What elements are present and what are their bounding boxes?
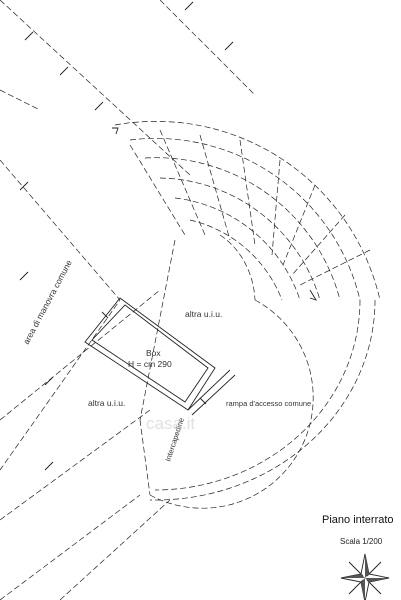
plan-title: Piano interrato [322, 514, 394, 526]
compass-rose-icon [340, 553, 390, 600]
watermark: casa.it [146, 414, 196, 433]
ramp-fan [112, 121, 381, 301]
altra-uiu-left-label: altra u.i.u. [88, 398, 125, 408]
box-unit [84, 297, 236, 416]
access-ramp [139, 234, 376, 509]
box-height-label: H = cm 290 [128, 359, 172, 369]
scale-label: Scala 1/200 [340, 537, 383, 546]
box-name-label: Box [146, 348, 161, 358]
area-manovra-label: area di manovra comune [21, 258, 74, 346]
altra-uiu-top-label: altra u.i.u. [185, 309, 222, 319]
corridor-walls [0, 0, 256, 600]
rampa-label: rampa d'accesso comune [226, 399, 311, 408]
